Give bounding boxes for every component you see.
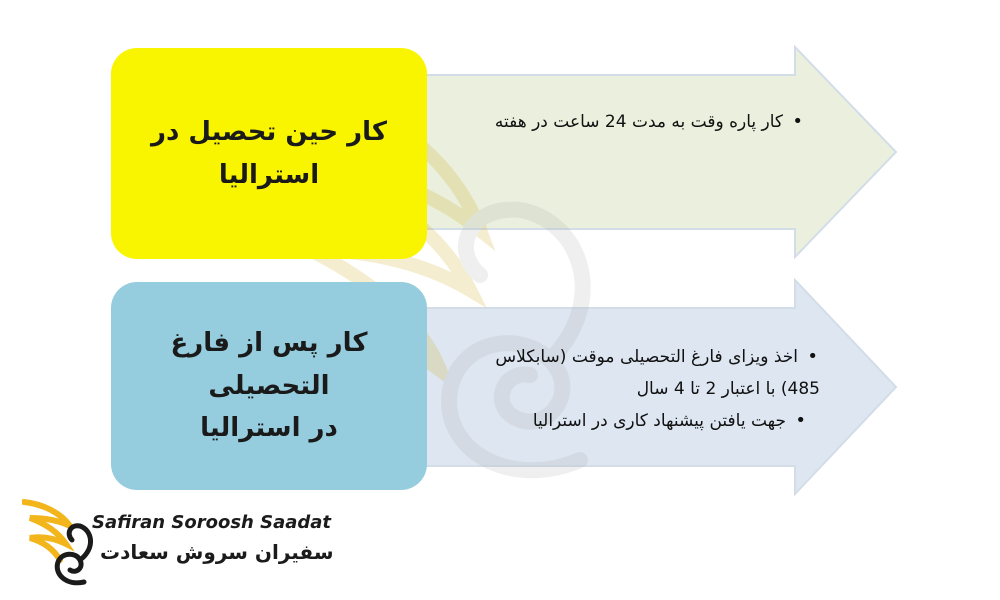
row-1-title-box: کار حین تحصیل در استرالیا [111,48,427,259]
row-1-title-line-2: استرالیا [218,159,320,190]
row-2-bullet-1-line-1: اخذ ویزای فارغ التحصیلی موقت (سابکلاس [495,347,798,367]
row-2-title-box: کار پس از فارغ التحصیلی در استرالیا [111,282,427,490]
logo-name-english: Safiran Soroosh Saadat [92,512,332,533]
row-2-bullet-1-line-2: 485) با اعتبار 2 تا 4 سال [636,379,820,399]
row-2-title-line-1: کار پس از فارغ التحصیلی [170,327,368,401]
row-1-bullet-list: کار پاره وقت به مدت 24 ساعت در هفته [425,106,805,138]
company-logo: Safiran Soroosh Saadat سفیران سروش سعادت [22,494,334,589]
row-2-bullet-1: اخذ ویزای فارغ التحصیلی موقت (سابکلاس 48… [420,341,820,405]
swan-wing-logo-icon [22,499,93,586]
row-2-title-line-2: در استرالیا [200,413,338,444]
row-1-title-line-1: کار حین تحصیل در [151,116,388,147]
row-2-bullet-2: جهت یافتن پیشنهاد کاری در استرالیا [420,405,808,437]
logo-name-persian: سفیران سروش سعادت [100,540,334,564]
row-2-bullet-list: اخذ ویزای فارغ التحصیلی موقت (سابکلاس 48… [420,341,820,437]
row-1-bullet-1: کار پاره وقت به مدت 24 ساعت در هفته [425,106,805,138]
